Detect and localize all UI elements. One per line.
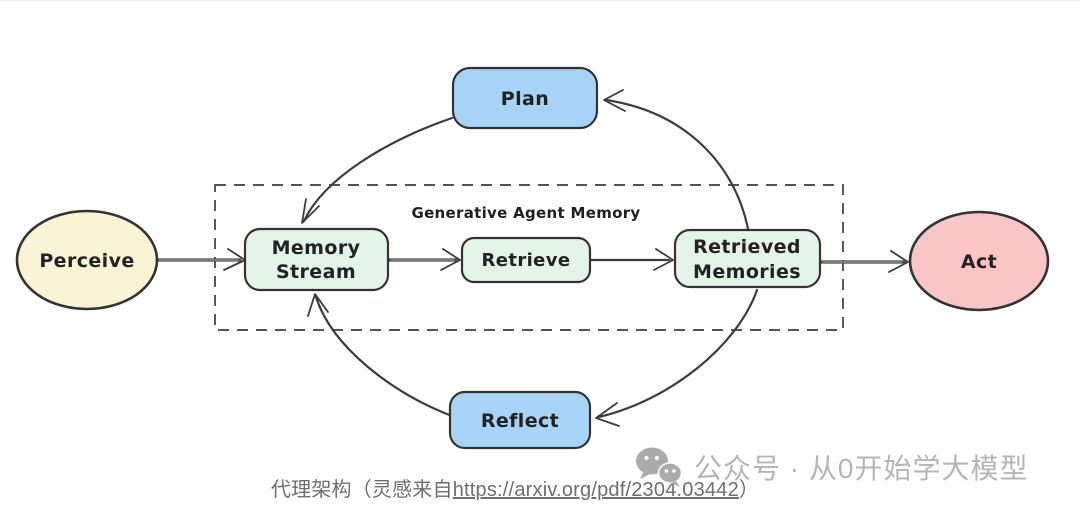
watermark: 公众号 · 从0开始学大模型 [634, 446, 1028, 488]
perceive-label: Perceive [39, 250, 134, 272]
caption-prefix: 代理架构（灵感来自 [270, 479, 453, 501]
edge-reflect-to-memory-stream [307, 293, 454, 418]
reflect-node: Reflect [448, 390, 592, 450]
edge-retrieved-memories-to-act [819, 250, 909, 273]
caption-suffix: ） [738, 479, 760, 501]
memory-stream-node: Memory Stream [243, 227, 390, 292]
plan-label: Plan [501, 88, 549, 110]
wechat-icon [636, 447, 683, 487]
act-label: Act [961, 251, 997, 273]
memory-stream-label-line1: Memory [272, 237, 361, 259]
caption: 代理架构（灵感来自https://arxiv.org/pdf/2304.0344… [0, 473, 1030, 502]
memory-stream-label-line2: Stream [276, 261, 356, 283]
perceive-node: Perceive [15, 209, 159, 311]
edge-retrieve-to-retrieved-memories [589, 248, 674, 271]
edge-retrieved-memories-to-reflect [595, 288, 759, 427]
retrieved-memories-label-line2: Memories [693, 261, 801, 283]
retrieved-memories-node: Retrieved Memories [673, 228, 822, 289]
caption-divider [0, 0, 1080, 1]
memory-boundary-box [214, 184, 844, 331]
memory-boundary-title: Generative Agent Memory [411, 204, 640, 222]
edge-memory-stream-to-retrieve [387, 248, 461, 271]
plan-node: Plan [451, 66, 599, 130]
agent-architecture-diagram: Generative Agent Memory [15, 66, 1050, 450]
reflect-label: Reflect [481, 410, 559, 432]
caption-arxiv-link[interactable]: https://arxiv.org/pdf/2304.03442 [452, 479, 739, 501]
retrieve-label: Retrieve [481, 250, 570, 271]
edge-perceive-to-memory-stream [155, 248, 246, 271]
retrieved-memories-label-line1: Retrieved [693, 236, 801, 258]
edge-plan-to-memory-stream [301, 116, 454, 224]
edge-retrieved-memories-to-plan [603, 89, 750, 231]
retrieve-node: Retrieve [460, 236, 592, 284]
act-node: Act [908, 210, 1050, 312]
watermark-text: 公众号 · 从0开始学大模型 [694, 453, 1029, 484]
